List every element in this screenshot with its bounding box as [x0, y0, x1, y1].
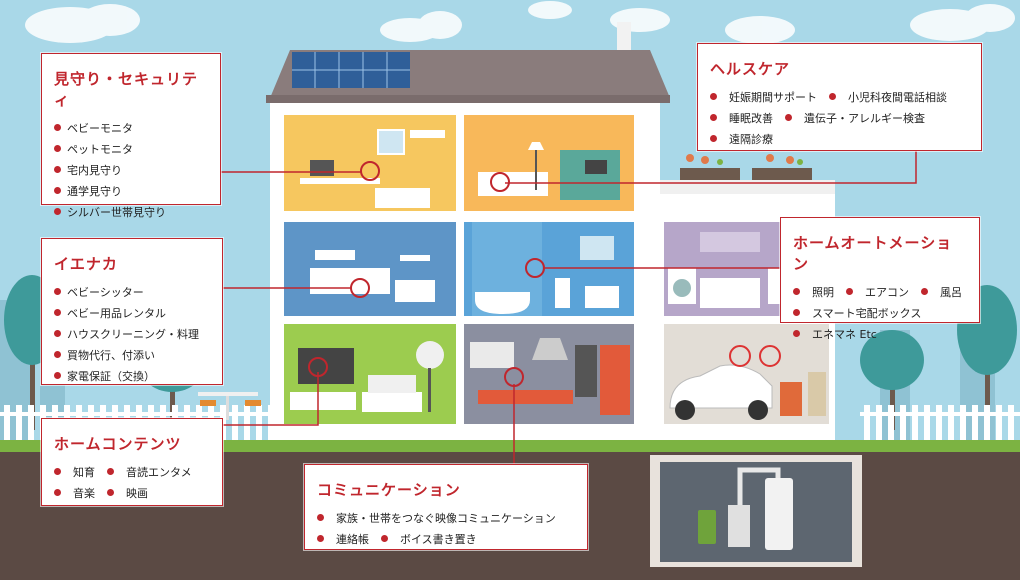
list-item: 連絡帳ボイス書き置き [317, 529, 577, 550]
callout-contents-list: 知育音読エンタメ 音楽映画 [42, 462, 222, 512]
callout-contents: ホームコンテンツ 知育音読エンタメ 音楽映画 [41, 418, 223, 506]
fence-picket [924, 405, 930, 441]
kids-furniture [478, 142, 620, 200]
callout-communication-list: 家族・世帯をつなぐ映像コミュニケーション 連絡帳ボイス書き置き [305, 508, 587, 558]
fence-picket [1008, 405, 1014, 441]
fence-picket [28, 405, 34, 441]
callout-contents-title: ホームコンテンツ [54, 435, 182, 453]
fence-picket [888, 405, 894, 441]
callout-automation: ホームオートメーション 照明エアコン風呂 スマート宅配ボックス エネマネ Etc [780, 217, 980, 341]
fence-picket [960, 405, 966, 441]
list-item: 妊娠期間サポート小児科夜間電話相談 [710, 87, 971, 108]
list-item: ハウスクリーニング・料理 [54, 324, 212, 345]
fence-picket [864, 405, 870, 441]
fence-picket [16, 405, 22, 441]
list-item: 通学見守り [54, 181, 210, 202]
callout-security: 見守り・セキュリティ ベビーモニタ ペットモニタ 宅内見守り 通学見守り シルバ… [41, 53, 221, 219]
garage-contents [669, 345, 826, 420]
roof-planters [680, 154, 812, 180]
callout-automation-list: 照明エアコン風呂 スマート宅配ボックス エネマネ Etc [781, 282, 979, 353]
list-item: ベビー用品レンタル [54, 303, 212, 324]
callout-security-title: 見守り・セキュリティ [54, 70, 199, 109]
list-item: 遠隔診療 [710, 129, 971, 150]
callout-communication-title: コミュニケーション [317, 481, 461, 499]
list-item: 買物代行、付添い [54, 345, 212, 366]
fence-picket [244, 405, 250, 441]
list-item: 家電保証（交換） [54, 366, 212, 387]
fence-picket [948, 405, 954, 441]
fence-picket [936, 405, 942, 441]
list-item: 家族・世帯をつなぐ映像コミュニケーション [317, 508, 577, 529]
list-item: スマート宅配ボックス [793, 303, 969, 324]
callout-communication: コミュニケーション 家族・世帯をつなぐ映像コミュニケーション 連絡帳ボイス書き置… [304, 464, 588, 550]
callout-health: ヘルスケア 妊娠期間サポート小児科夜間電話相談 睡眠改善遺伝子・アレルギー検査 … [697, 43, 982, 151]
clouds [25, 1, 1015, 44]
callout-iena-list: ベビーシッター ベビー用品レンタル ハウスクリーニング・料理 買物代行、付添い … [42, 282, 222, 395]
callout-health-title: ヘルスケア [710, 60, 791, 78]
bedroom-furniture [310, 250, 435, 302]
callout-security-list: ベビーモニタ ペットモニタ 宅内見守り 通学見守り シルバー世帯見守り [42, 118, 220, 231]
fence-picket [876, 405, 882, 441]
callout-automation-title: ホームオートメーション [793, 234, 953, 273]
fence-picket [220, 405, 226, 441]
list-item: 音楽映画 [54, 483, 212, 504]
list-item: 知育音読エンタメ [54, 462, 212, 483]
patio [198, 392, 261, 420]
list-item: シルバー世帯見守り [54, 202, 210, 223]
fence-picket [900, 405, 906, 441]
list-item: 照明エアコン風呂 [793, 282, 969, 303]
fence-picket [996, 405, 1002, 441]
callout-iena: イエナカ ベビーシッター ベビー用品レンタル ハウスクリーニング・料理 買物代行… [41, 238, 223, 385]
fence-picket [256, 405, 262, 441]
bathroom-furniture [472, 222, 619, 316]
fence-picket [232, 405, 238, 441]
grass [0, 440, 1020, 452]
hotspot-markers [308, 161, 545, 387]
list-item: 宅内見守り [54, 160, 210, 181]
list-item: ベビーモニタ [54, 118, 210, 139]
chimney [617, 22, 631, 50]
laundry-furniture [668, 232, 818, 308]
callout-health-list: 妊娠期間サポート小児科夜間電話相談 睡眠改善遺伝子・アレルギー検査 遠隔診療 [698, 87, 981, 158]
list-item: エネマネ Etc [793, 324, 969, 345]
solar-panel [292, 52, 410, 88]
callout-lines [220, 150, 917, 464]
callout-iena-title: イエナカ [54, 255, 118, 273]
list-item: ベビーシッター [54, 282, 212, 303]
fence-picket [984, 405, 990, 441]
water-heater [698, 467, 793, 550]
list-item: 睡眠改善遺伝子・アレルギー検査 [710, 108, 971, 129]
basement-room [660, 462, 852, 562]
fence-picket [4, 405, 10, 441]
fence-picket [972, 405, 978, 441]
fence-picket [912, 405, 918, 441]
kitchen-furniture [470, 338, 630, 415]
list-item: ペットモニタ [54, 139, 210, 160]
